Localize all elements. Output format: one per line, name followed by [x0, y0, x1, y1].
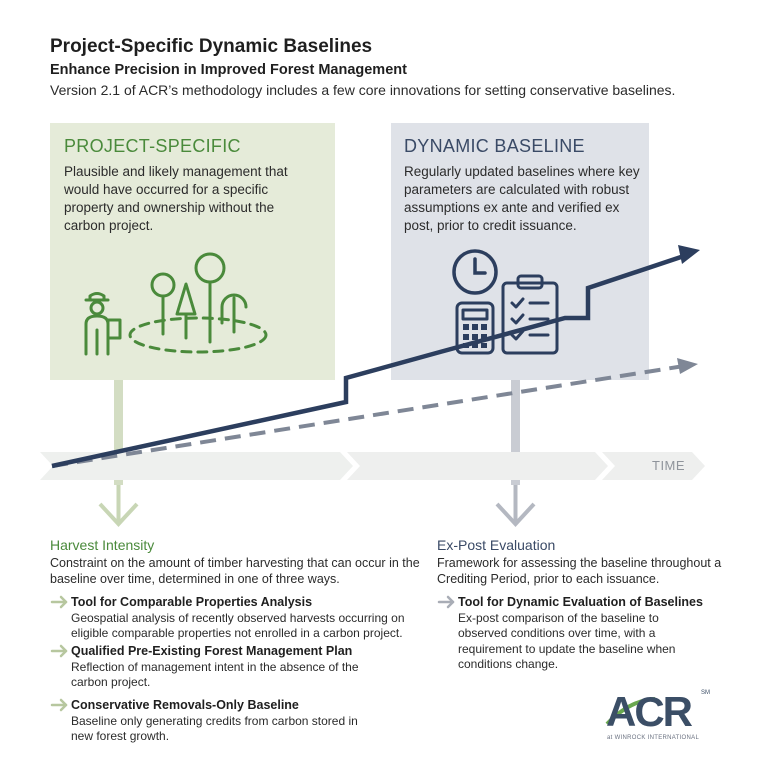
conservative-baseline-line — [51, 364, 685, 468]
intro-text: Version 2.1 of ACR’s methodology include… — [50, 82, 676, 98]
item-title: Tool for Dynamic Evaluation of Baselines — [458, 595, 703, 609]
clock-icon — [452, 249, 498, 295]
logo-subtitle: at WINROCK INTERNATIONAL — [607, 735, 700, 741]
item-description: Baseline only generating credits from ca… — [71, 713, 358, 744]
timeline-segment-3 — [602, 452, 705, 480]
dashed-line-arrowhead — [677, 358, 698, 374]
dynamic-baseline-text: Regularly updated baselines where key pa… — [404, 164, 640, 233]
right-connector-stem — [511, 380, 520, 485]
item-title: Tool for Comparable Properties Analysis — [71, 595, 313, 609]
page-title: Project-Specific Dynamic Baselines — [50, 36, 373, 57]
arrow-right-icon — [437, 595, 455, 609]
person-icon — [84, 292, 122, 356]
harvest-intensity-description: Constraint on the amount of timber harve… — [50, 556, 420, 586]
calculator-icon — [455, 301, 495, 355]
harvest-intensity-title: Harvest Intensity — [50, 537, 155, 553]
arrow-right-icon — [50, 595, 68, 609]
trees-icon — [128, 252, 268, 354]
timeline-segment-1 — [40, 452, 353, 480]
left-connector-stem — [114, 380, 123, 485]
logo-trademark: SM — [701, 690, 710, 696]
ex-post-evaluation-title: Ex-Post Evaluation — [437, 537, 556, 553]
ex-post-evaluation-description: Framework for assessing the baseline thr… — [437, 556, 722, 586]
acr-logo: ACR — [606, 688, 693, 735]
dynamic-line-arrowhead — [678, 245, 700, 264]
arrow-right-icon — [50, 698, 68, 712]
logo-swoosh — [605, 697, 656, 726]
project-specific-text: Plausible and likely management that wou… — [64, 164, 288, 233]
item-description: Ex-post comparison of the baseline to ob… — [458, 610, 676, 672]
list-item: Tool for Dynamic Evaluation of Baselines… — [458, 595, 708, 673]
clipboard-icon — [501, 274, 559, 355]
item-description: Geospatial analysis of recently observed… — [71, 610, 405, 641]
time-axis-label: TIME — [652, 458, 686, 473]
arrow-right-icon — [50, 644, 68, 658]
list-item: Qualified Pre-Existing Forest Management… — [71, 644, 381, 691]
arrow-down-icon — [98, 485, 139, 527]
project-specific-heading: PROJECT-SPECIFIC — [64, 136, 241, 156]
item-description: Reflection of management intent in the a… — [71, 659, 359, 690]
list-item: Conservative Removals-Only Baseline Base… — [71, 698, 371, 745]
timeline-segment-2 — [347, 452, 608, 480]
dynamic-baseline-heading: DYNAMIC BASELINE — [404, 136, 585, 156]
arrow-down-icon — [495, 485, 536, 527]
item-title: Conservative Removals-Only Baseline — [71, 698, 299, 712]
dynamic-baseline-panel — [391, 123, 649, 380]
page-subtitle: Enhance Precision in Improved Forest Man… — [50, 62, 407, 78]
list-item: Tool for Comparable Properties Analysis … — [71, 595, 431, 642]
item-title: Qualified Pre-Existing Forest Management… — [71, 644, 353, 658]
dynamic-baseline-line — [51, 251, 691, 469]
